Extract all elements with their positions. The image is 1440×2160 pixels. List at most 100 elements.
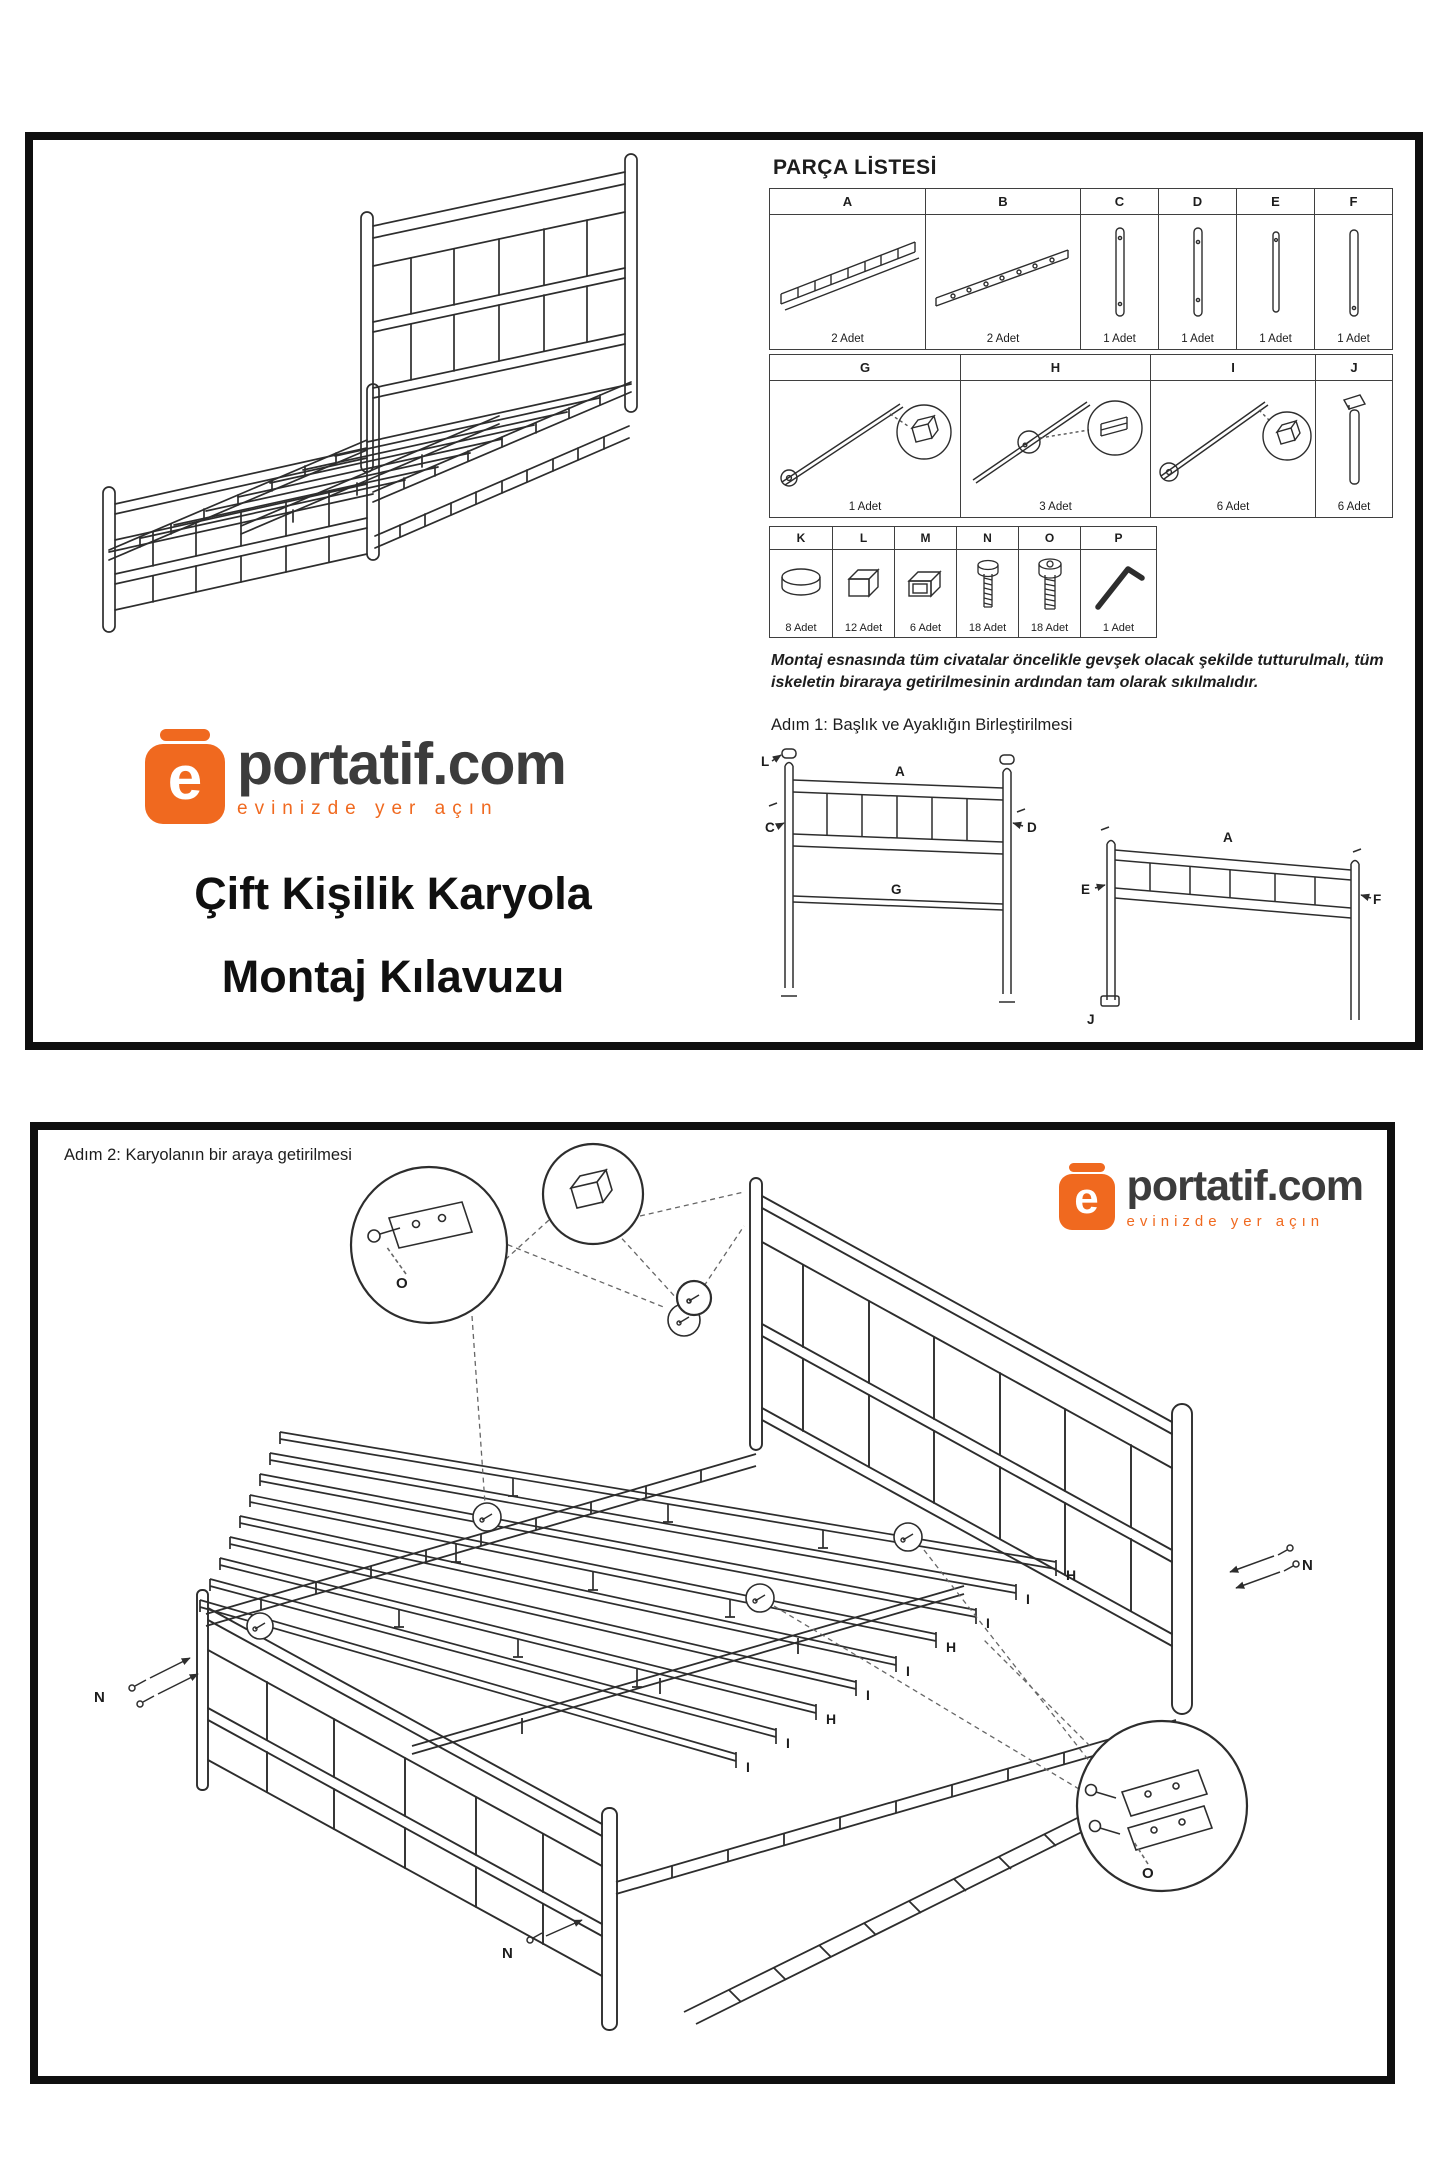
brand-e-icon: e bbox=[1058, 1163, 1115, 1230]
parts-list-title: PARÇA LİSTESİ bbox=[773, 156, 938, 179]
part-count: 1 Adet bbox=[1103, 333, 1136, 345]
label-part-f: F bbox=[1373, 892, 1381, 907]
part-i-rod-icon bbox=[1151, 381, 1315, 499]
part-cell-h: H 3 Adet bbox=[960, 355, 1150, 517]
part-e-tube-icon bbox=[1237, 215, 1314, 331]
brand-name: portatif.com bbox=[237, 730, 567, 797]
part-label: N bbox=[957, 527, 1018, 550]
parts-table-1: A 2 Adet B 2 Adet C bbox=[769, 188, 1393, 350]
part-count: 6 Adet bbox=[909, 622, 942, 634]
part-count: 18 Adet bbox=[968, 622, 1007, 634]
step1-title: Adım 1: Başlık ve Ayaklığın Birleştirilm… bbox=[771, 716, 1073, 734]
part-count: 1 Adet bbox=[1181, 333, 1214, 345]
label-part-l: L bbox=[761, 754, 769, 769]
part-c-tube-icon bbox=[1081, 215, 1158, 331]
part-h-rod-icon bbox=[961, 381, 1150, 499]
part-count: 2 Adet bbox=[831, 333, 864, 345]
part-label: H bbox=[961, 355, 1150, 381]
brand-tagline: evinizde yer açın bbox=[1126, 1212, 1325, 1230]
step1-assembly-diagram: L C A D G A E F J bbox=[761, 748, 1381, 1027]
part-f-tube-icon bbox=[1315, 215, 1392, 331]
part-label: C bbox=[1081, 189, 1158, 215]
label-bolt-n: N bbox=[94, 1689, 105, 1706]
part-count: 1 Adet bbox=[1259, 333, 1292, 345]
label-slat-i: I bbox=[746, 1759, 750, 1775]
brand-logo: e portatif.com evinizde yer açın bbox=[145, 729, 567, 824]
part-g-rod-icon bbox=[770, 381, 960, 499]
part-cell-g: G 1 Adet bbox=[770, 355, 960, 517]
parts-table-3: K 8 Adet L 12 Adet M bbox=[769, 526, 1157, 638]
product-title: Çift Kişilik Karyola Montaj Kılavuzu bbox=[103, 852, 683, 1019]
product-title-line2: Montaj Kılavuzu bbox=[221, 951, 565, 1003]
label-part-c: C bbox=[765, 820, 775, 835]
part-count: 6 Adet bbox=[1216, 501, 1250, 513]
part-o-bolt-icon bbox=[1019, 550, 1080, 620]
part-cell-l: L 12 Adet bbox=[832, 527, 894, 637]
part-p-allen-key-icon bbox=[1081, 550, 1156, 620]
part-m-sleeve-icon bbox=[895, 550, 956, 620]
part-cell-f: F 1 Adet bbox=[1314, 189, 1392, 349]
part-a-slatted-rail-icon bbox=[770, 215, 925, 331]
brand-name: portatif.com bbox=[1126, 1162, 1364, 1211]
label-screw-o: O bbox=[396, 1275, 408, 1292]
part-label: K bbox=[770, 527, 832, 550]
label-slat-i: I bbox=[986, 1615, 990, 1631]
part-cell-b: B 2 Adet bbox=[925, 189, 1080, 349]
part-label: O bbox=[1019, 527, 1080, 550]
label-part-e: E bbox=[1081, 882, 1090, 897]
part-label: M bbox=[895, 527, 956, 550]
part-label: P bbox=[1081, 527, 1156, 550]
part-d-tube-icon bbox=[1159, 215, 1236, 331]
label-slat-i: I bbox=[786, 1735, 790, 1751]
part-cell-m: M 6 Adet bbox=[894, 527, 956, 637]
part-label: L bbox=[833, 527, 894, 550]
page-2: Adım 2: Karyolanın bir araya getirilmesi… bbox=[30, 1122, 1395, 2084]
part-j-bracket-tube-icon bbox=[1316, 381, 1392, 499]
part-label: E bbox=[1237, 189, 1314, 215]
label-slat-i: I bbox=[906, 1663, 910, 1679]
label-part-d: D bbox=[1027, 820, 1037, 835]
part-cell-o: O 18 Adet bbox=[1018, 527, 1080, 637]
step2-exploded-diagram: H I I H I I H I I N N N O O bbox=[94, 1142, 1313, 2031]
step2-title: Adım 2: Karyolanın bir araya getirilmesi bbox=[64, 1146, 352, 1164]
assembly-warning-note: Montaj esnasında tüm civatalar öncelikle… bbox=[771, 652, 1384, 692]
brand-bar-accent bbox=[160, 729, 210, 741]
bed-isometric-drawing bbox=[102, 153, 638, 633]
part-label: D bbox=[1159, 189, 1236, 215]
part-cell-j: J 6 Adet bbox=[1315, 355, 1392, 517]
part-count: 3 Adet bbox=[1039, 501, 1072, 513]
product-title-line1: Çift Kişilik Karyola bbox=[194, 868, 592, 919]
part-count: 18 Adet bbox=[1030, 622, 1069, 634]
brand-letter: e bbox=[167, 744, 203, 813]
part-cell-a: A 2 Adet bbox=[770, 189, 925, 349]
part-label: A bbox=[770, 189, 925, 215]
part-label: F bbox=[1315, 189, 1392, 215]
label-support-h: H bbox=[946, 1639, 956, 1655]
part-count: 1 Adet bbox=[1102, 622, 1135, 634]
part-cell-p: P 1 Adet bbox=[1080, 527, 1156, 637]
part-cell-i: I 6 Adet bbox=[1150, 355, 1315, 517]
part-label: I bbox=[1151, 355, 1315, 381]
brand-tagline: evinizde yer açın bbox=[237, 798, 499, 820]
label-part-j: J bbox=[1087, 1012, 1095, 1027]
parts-table-2: G 1 Adet H bbox=[769, 354, 1393, 518]
part-l-square-cap-icon bbox=[833, 550, 894, 620]
label-slat-i: I bbox=[866, 1687, 870, 1703]
label-part-a2: A bbox=[1223, 830, 1233, 845]
part-cell-d: D 1 Adet bbox=[1158, 189, 1236, 349]
brand-logo-small: e portatif.com evinizde yer açın bbox=[1058, 1162, 1364, 1230]
label-support-h: H bbox=[1066, 1567, 1076, 1583]
part-count: 1 Adet bbox=[848, 501, 882, 513]
part-n-bolt-icon bbox=[957, 550, 1018, 620]
label-bolt-n: N bbox=[502, 1945, 513, 1962]
part-count: 2 Adet bbox=[986, 333, 1020, 345]
part-label: G bbox=[770, 355, 960, 381]
label-part-a: A bbox=[895, 764, 905, 779]
brand-bar-accent bbox=[1068, 1163, 1105, 1172]
part-cell-c: C 1 Adet bbox=[1080, 189, 1158, 349]
label-part-g: G bbox=[891, 882, 902, 897]
label-screw-o: O bbox=[1142, 1865, 1154, 1882]
part-cell-n: N 18 Adet bbox=[956, 527, 1018, 637]
brand-e-icon: e bbox=[145, 729, 225, 824]
